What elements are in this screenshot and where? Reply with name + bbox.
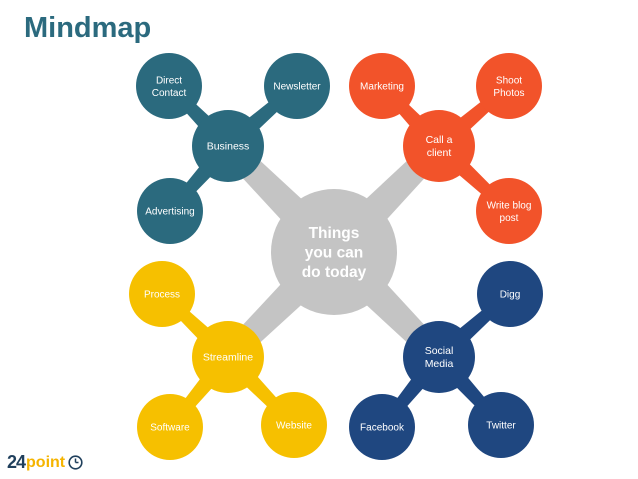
branch-node-social-media: [403, 321, 475, 393]
branch-node-call-a-client: [403, 110, 475, 182]
logo-number: 24: [7, 452, 26, 472]
child-node-shoot-photos: [476, 53, 542, 119]
child-label-software: Software: [150, 423, 190, 434]
child-node-advertising: [137, 178, 203, 244]
child-label-digg: Digg: [500, 290, 521, 301]
child-node-marketing: [349, 53, 415, 119]
child-label-newsletter: Newsletter: [273, 82, 321, 93]
child-node-software: [137, 394, 203, 460]
child-label-facebook: Facebook: [360, 423, 405, 434]
branch-node-streamline: [192, 321, 264, 393]
center-node: [271, 189, 397, 315]
child-label-marketing: Marketing: [360, 82, 404, 93]
child-label-twitter: Twitter: [486, 421, 516, 432]
child-label-advertising: Advertising: [145, 207, 194, 218]
child-node-process: [129, 261, 195, 327]
branch-label-business: Business: [207, 141, 250, 153]
logo-word: point: [26, 453, 66, 471]
branch-node-business: [192, 110, 264, 182]
child-label-website: Website: [276, 421, 312, 432]
child-node-digg: [477, 261, 543, 327]
child-node-twitter: [468, 392, 534, 458]
clock-icon: [68, 455, 83, 470]
child-node-website: [261, 392, 327, 458]
branch-label-streamline: Streamline: [203, 352, 253, 364]
child-node-facebook: [349, 394, 415, 460]
child-label-process: Process: [144, 290, 180, 301]
brand-logo: 24 point: [7, 452, 83, 473]
child-node-direct-contact: [136, 53, 202, 119]
page-title: Mindmap: [24, 12, 152, 44]
child-node-write-blog-post: [476, 178, 542, 244]
child-node-newsletter: [264, 53, 330, 119]
